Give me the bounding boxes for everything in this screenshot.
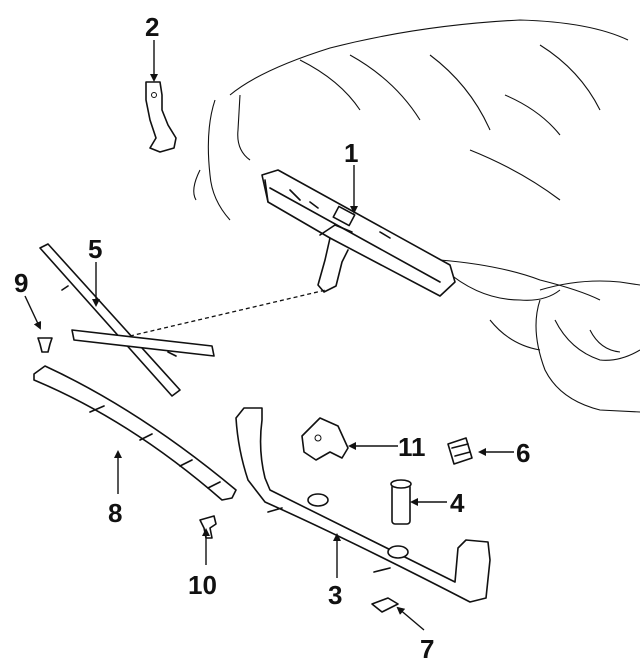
part-9-clip	[37, 337, 53, 353]
vehicle-body-outline	[193, 19, 640, 413]
callout-2: 2	[145, 12, 159, 42]
assembly-dashed-line	[129, 289, 327, 337]
part-10-pin-fastener	[199, 515, 217, 539]
part-7-plate	[371, 597, 399, 613]
callout-10: 10	[188, 570, 217, 600]
part-5-support-brace	[39, 243, 215, 397]
callout-3: 3	[328, 580, 342, 610]
callout-9: 9	[14, 268, 28, 298]
part-3-lower-support	[235, 407, 491, 603]
part-1-radiator-support	[261, 169, 456, 297]
part-6-retainer-clip	[447, 437, 473, 465]
part-2-bracket	[145, 81, 177, 153]
leader-lines	[24, 40, 514, 631]
callout-1: 1	[344, 138, 358, 168]
callout-6: 6	[516, 438, 530, 468]
callout-7: 7	[420, 634, 434, 664]
part-11-mounting-bracket	[301, 417, 349, 461]
callout-11: 11	[398, 432, 426, 462]
callout-labels: 1 2 3 4 5 6 7 8 9 10 11	[14, 12, 530, 664]
part-4-isolator	[390, 479, 412, 525]
callout-4: 4	[450, 488, 465, 518]
callout-5: 5	[88, 234, 102, 264]
part-8-valance-strip	[33, 365, 237, 501]
callout-8: 8	[108, 498, 122, 528]
